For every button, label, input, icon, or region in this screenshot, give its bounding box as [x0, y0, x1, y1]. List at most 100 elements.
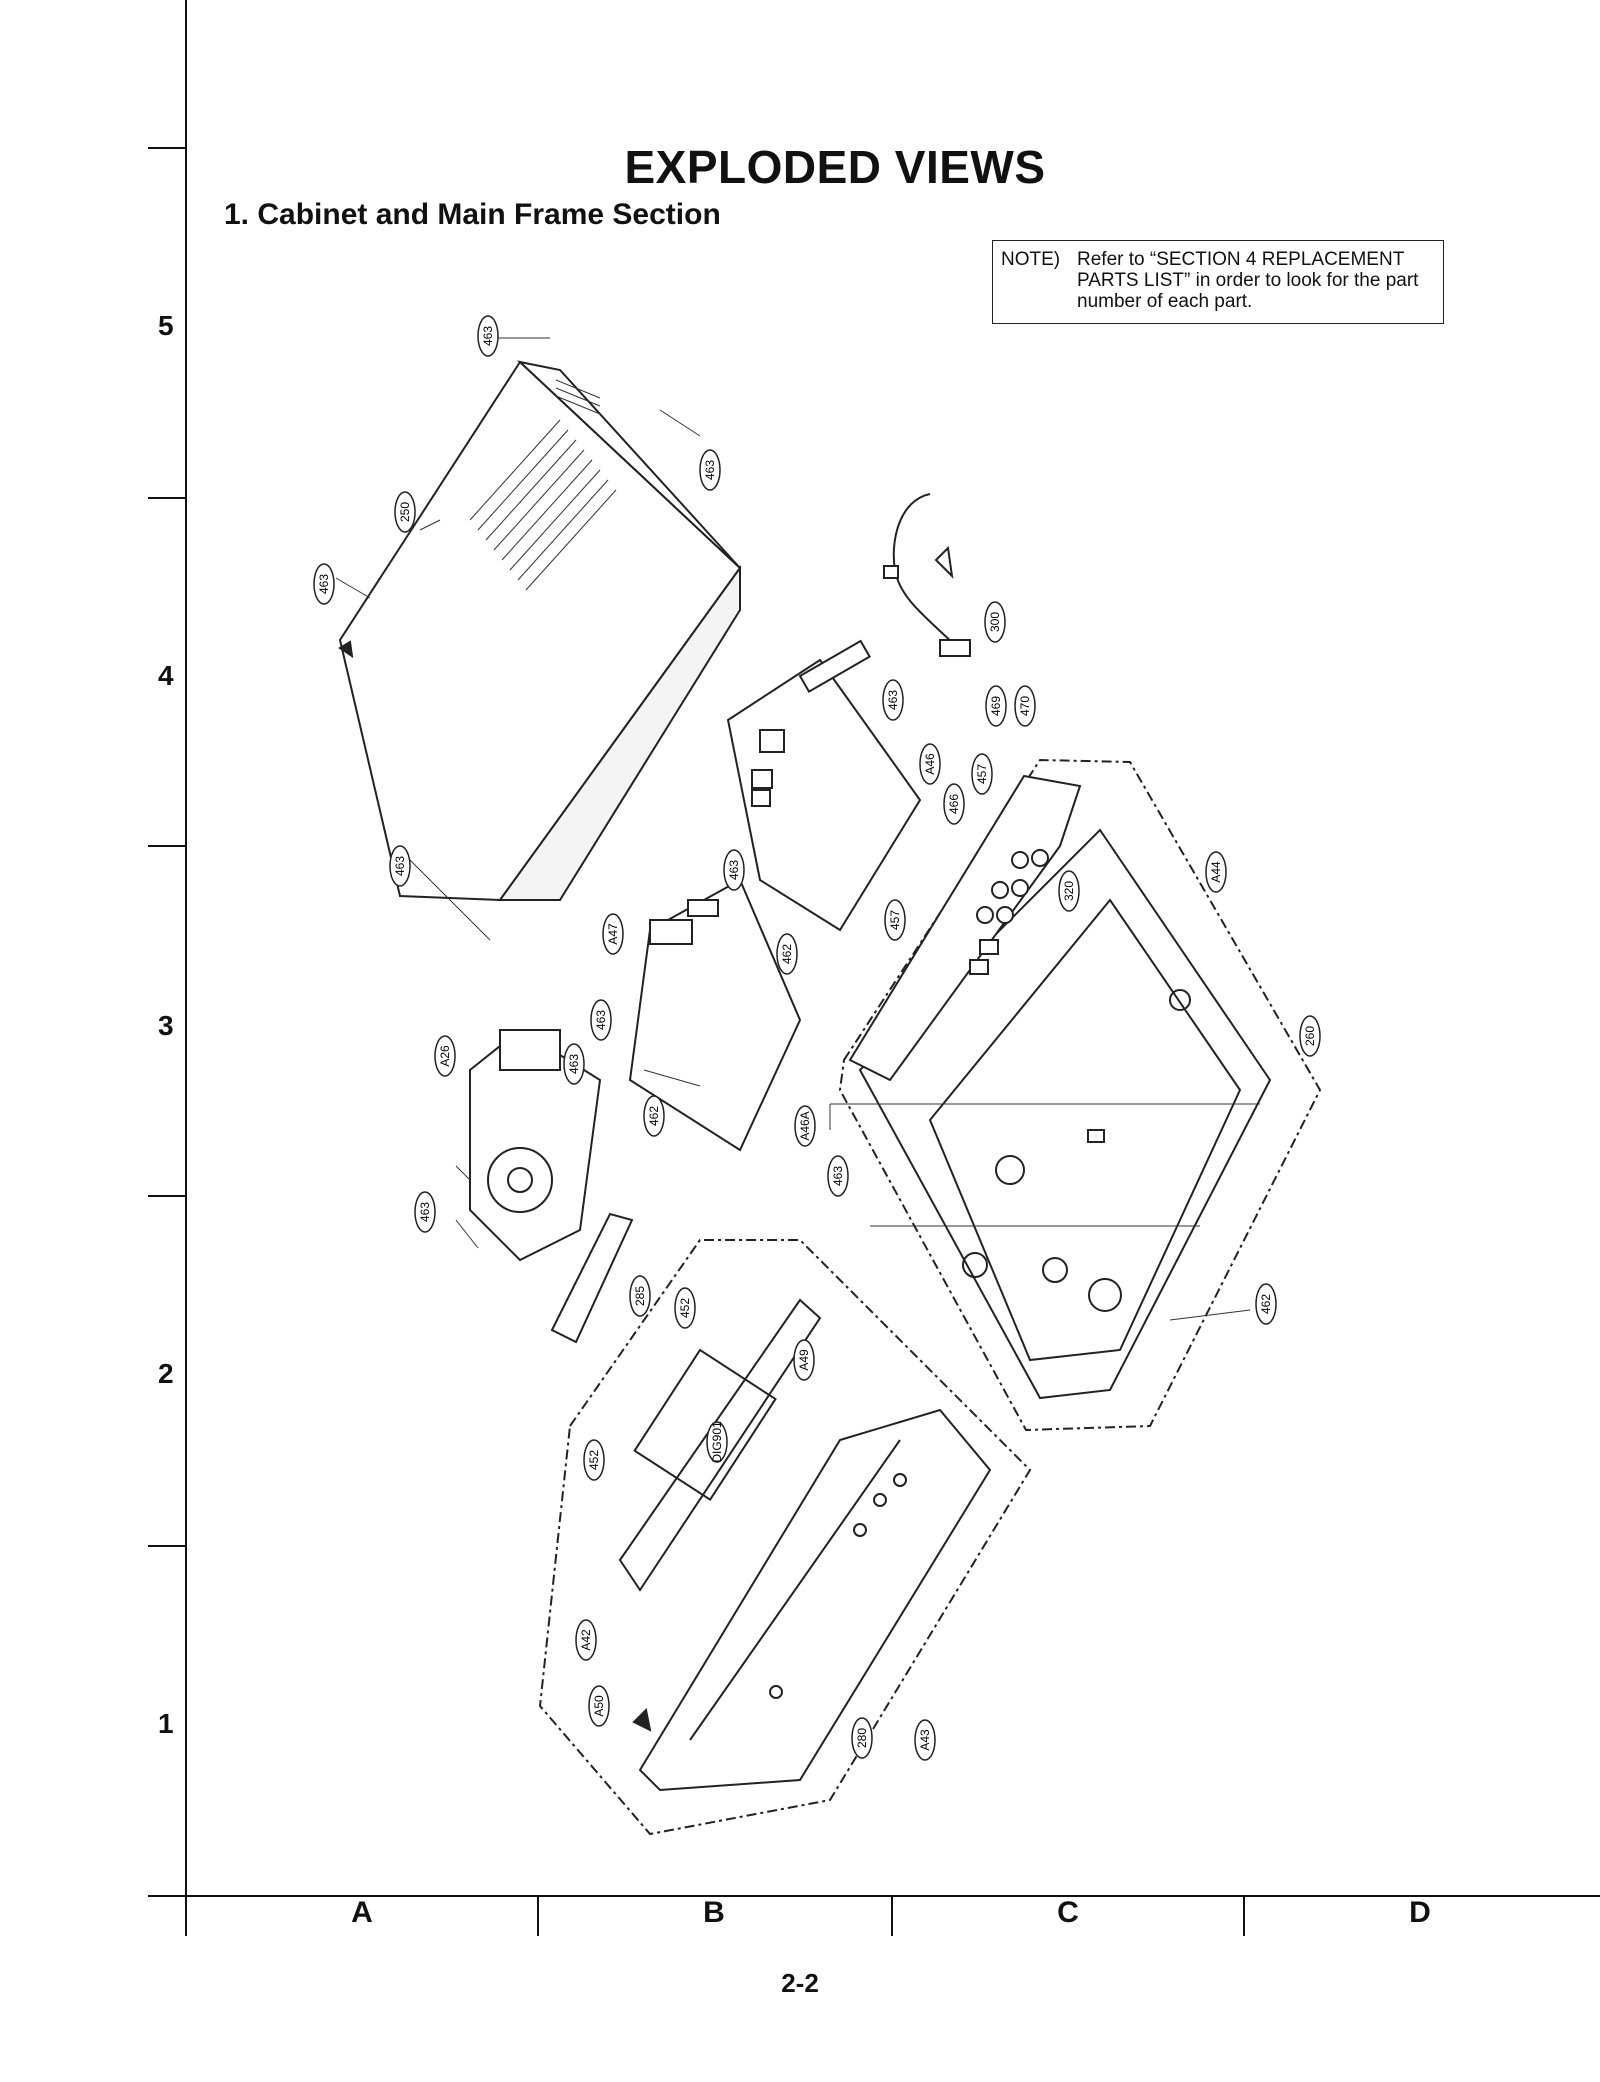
callout-463: 463	[414, 1191, 436, 1233]
pcb-a47	[628, 878, 802, 1152]
callout-463: 463	[389, 845, 411, 887]
front-assembly-a43	[538, 1239, 1032, 1836]
svg-text:463: 463	[886, 690, 900, 710]
callout-462: 462	[1255, 1283, 1277, 1325]
callout-a46a: A46A	[794, 1105, 816, 1147]
dvd-loader-a26	[469, 1028, 602, 1262]
svg-text:470: 470	[1018, 696, 1032, 716]
svg-text:A46: A46	[923, 753, 937, 775]
callout-463: 463	[590, 999, 612, 1041]
callout-300: 300	[984, 601, 1006, 643]
grid-row-label-2: 2	[158, 1358, 174, 1389]
note-box: NOTE) Refer to “SECTION 4 REPLACEMENT PA…	[992, 240, 1444, 324]
main-chassis-260	[838, 758, 1322, 1432]
svg-text:285: 285	[633, 1286, 647, 1306]
svg-text:A42: A42	[579, 1629, 593, 1651]
callout-285: 285	[629, 1275, 651, 1317]
svg-text:457: 457	[975, 764, 989, 784]
svg-text:463: 463	[594, 1010, 608, 1030]
svg-text:463: 463	[418, 1202, 432, 1222]
svg-text:462: 462	[1259, 1294, 1273, 1314]
svg-text:250: 250	[398, 502, 412, 522]
pcb-a46	[726, 639, 922, 932]
grid-row-label-4: 4	[158, 660, 174, 691]
note-text: Refer to “SECTION 4 REPLACEMENT PARTS LI…	[1077, 249, 1419, 312]
callout-a26: A26	[434, 1035, 456, 1077]
callout-a42: A42	[575, 1619, 597, 1661]
svg-text:320: 320	[1062, 881, 1076, 901]
power-cord-300	[883, 493, 971, 657]
callout-463: 463	[827, 1155, 849, 1197]
callout-463: 463	[699, 449, 721, 491]
section-subtitle: 1. Cabinet and Main Frame Section	[224, 198, 721, 231]
callout-280: 280	[851, 1717, 873, 1759]
svg-text:A47: A47	[606, 923, 620, 945]
svg-text:A44: A44	[1209, 861, 1223, 883]
bracket-285	[550, 1212, 634, 1344]
callout-462: 462	[643, 1095, 665, 1137]
grid-row-label-1: 1	[158, 1708, 174, 1739]
callout-dig901: DIG901	[706, 1421, 728, 1463]
callout-452: 452	[674, 1287, 696, 1329]
grid-col-label-c: C	[1057, 1896, 1079, 1929]
svg-text:463: 463	[703, 460, 717, 480]
callout-a46: A46	[919, 743, 941, 785]
svg-text:466: 466	[947, 794, 961, 814]
svg-text:463: 463	[831, 1166, 845, 1186]
grid-col-label-a: A	[351, 1896, 373, 1929]
callout-250: 250	[394, 491, 416, 533]
callout-463: 463	[882, 679, 904, 721]
callout-457: 457	[884, 899, 906, 941]
callout-469: 469	[985, 685, 1007, 727]
callout-463: 463	[313, 563, 335, 605]
svg-text:452: 452	[587, 1450, 601, 1470]
svg-text:469: 469	[989, 696, 1003, 716]
callout-463: 463	[723, 849, 745, 891]
svg-text:A46A: A46A	[798, 1111, 812, 1140]
callout-463: 463	[563, 1043, 585, 1085]
vent-grille	[469, 379, 617, 591]
svg-text:A49: A49	[797, 1349, 811, 1371]
svg-text:A26: A26	[438, 1045, 452, 1067]
grid-row-label-3: 3	[158, 1010, 174, 1041]
svg-text:463: 463	[567, 1054, 581, 1074]
grid-frame	[148, 0, 1600, 1936]
callout-457: 457	[971, 753, 993, 795]
grid-col-label-d: D	[1409, 1896, 1431, 1929]
callout-260: 260	[1299, 1015, 1321, 1057]
callout-463: 463	[477, 315, 499, 357]
callout-466: 466	[943, 783, 965, 825]
svg-text:A50: A50	[592, 1695, 606, 1717]
svg-text:463: 463	[317, 574, 331, 594]
page-number: 2-2	[781, 1968, 819, 1998]
note-label: NOTE)	[1001, 249, 1061, 270]
grid-col-label-b: B	[703, 1896, 725, 1929]
svg-text:280: 280	[855, 1728, 869, 1748]
svg-text:260: 260	[1303, 1026, 1317, 1046]
callout-a43: A43	[914, 1719, 936, 1761]
svg-text:452: 452	[678, 1298, 692, 1318]
callout-a47: A47	[602, 913, 624, 955]
svg-text:462: 462	[780, 944, 794, 964]
svg-text:463: 463	[727, 860, 741, 880]
grid-row-label-5: 5	[158, 310, 174, 341]
callout-a49: A49	[793, 1339, 815, 1381]
page-title: EXPLODED VIEWS	[624, 141, 1046, 193]
svg-text:457: 457	[888, 910, 902, 930]
callout-320: 320	[1058, 870, 1080, 912]
callout-470: 470	[1014, 685, 1036, 727]
svg-text:462: 462	[647, 1106, 661, 1126]
callout-a50: A50	[588, 1685, 610, 1727]
callout-a44: A44	[1205, 851, 1227, 893]
svg-text:A43: A43	[918, 1729, 932, 1751]
svg-text:300: 300	[988, 612, 1002, 632]
svg-text:463: 463	[481, 326, 495, 346]
callout-462: 462	[776, 933, 798, 975]
rear-panel-320	[848, 774, 1082, 1082]
svg-text:463: 463	[393, 856, 407, 876]
top-cover-250	[338, 360, 742, 902]
svg-text:DIG901: DIG901	[710, 1421, 724, 1463]
callout-452: 452	[583, 1439, 605, 1481]
leader-lines	[335, 337, 1260, 1321]
